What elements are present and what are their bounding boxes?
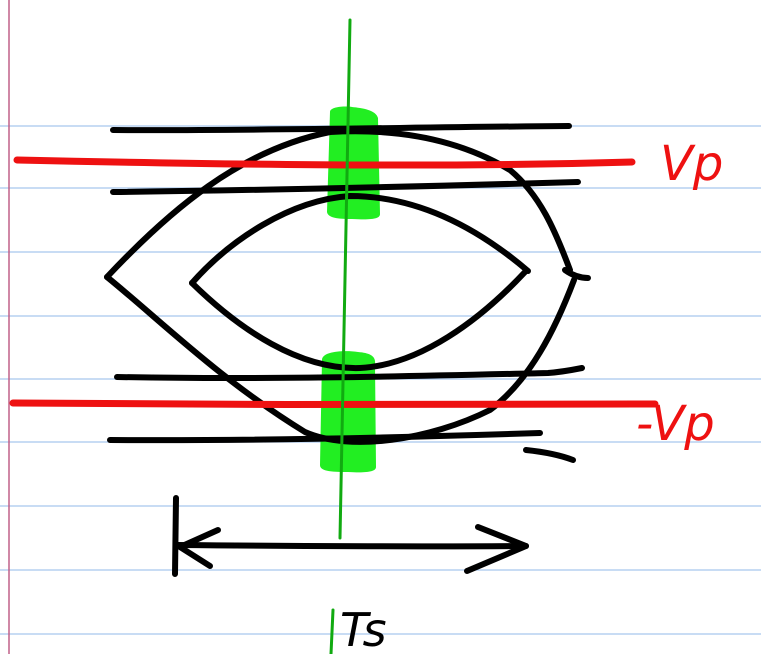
eye-traces	[104, 123, 591, 577]
threshold-lines	[9, 156, 659, 409]
eye-right-tip	[562, 267, 591, 281]
sampling-instant-stub	[329, 608, 335, 654]
outer-eye-bottom	[104, 274, 577, 445]
lower-rail-top	[114, 365, 585, 382]
double-arrow-shaft	[173, 542, 529, 550]
vp-negative-label: -Vp	[636, 396, 715, 452]
ruled-lines	[0, 125, 761, 635]
outer-eye-top	[104, 128, 573, 280]
sampling-instant-line	[338, 18, 352, 540]
negative-threshold-line	[9, 399, 659, 409]
symbol-period-label: Ts	[340, 603, 387, 654]
inner-eye-top	[189, 193, 531, 286]
vp-positive-label: Vp	[660, 136, 723, 192]
positive-threshold-line	[13, 156, 636, 169]
trace-tail	[523, 447, 576, 463]
double-arrow-right-head	[464, 524, 529, 574]
sampling-instant	[329, 18, 352, 654]
arrow-left-bar	[172, 495, 179, 577]
inner-eye-bottom	[189, 269, 528, 372]
double-arrow-left-head	[177, 527, 221, 569]
